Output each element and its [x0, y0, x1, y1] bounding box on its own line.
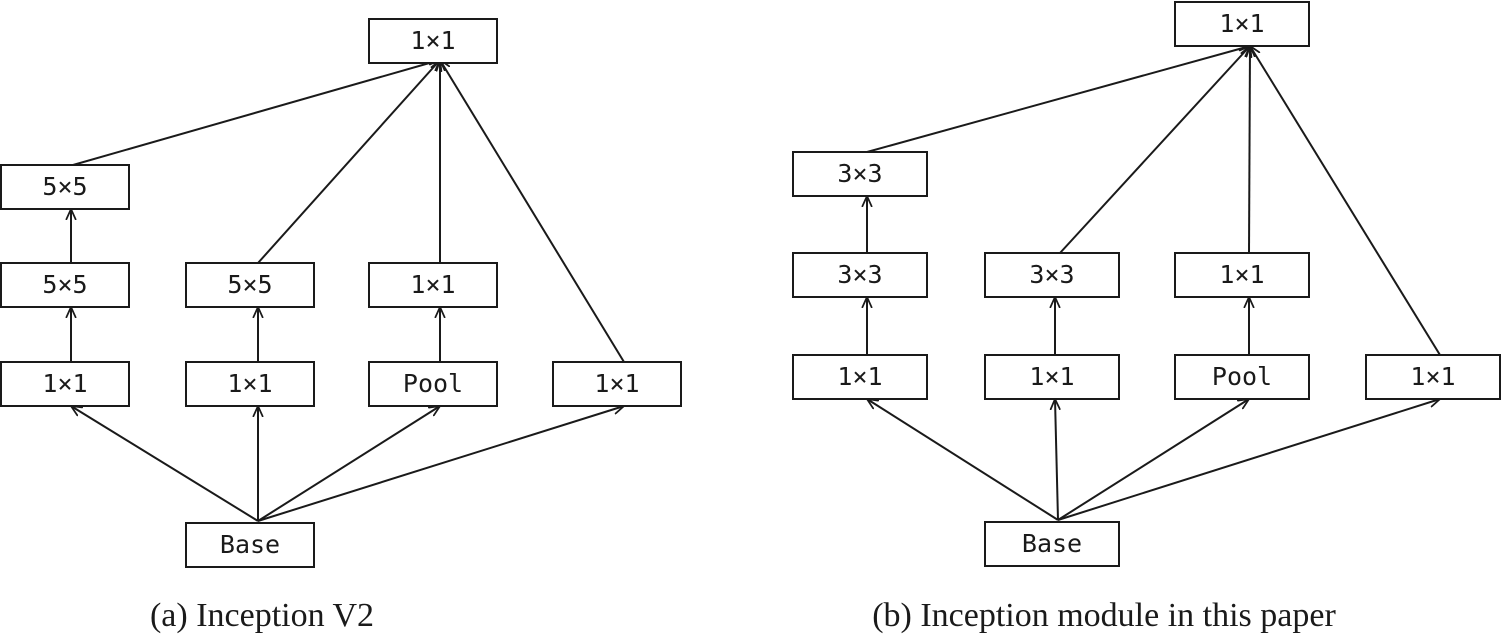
node-b1-top-label: 3×3	[837, 159, 882, 188]
node-b1-mid: 3×3	[792, 252, 928, 298]
diagram-inception-module: 1×1 3×3 3×3 1×1 3×3 1×1 1×1 Pool 1×1 Bas…	[792, 1, 1501, 634]
diagram-inception-v2: 1×1 5×5 5×5 1×1 5×5 1×1 1×1 Pool 1×1 Bas…	[0, 18, 682, 634]
edge-b3-mid-to-top	[1249, 46, 1250, 254]
node-b1-mid: 5×5	[0, 262, 130, 308]
edge-b1-top-to-top	[866, 46, 1250, 153]
node-b4-bot-label: 1×1	[1410, 362, 1455, 391]
node-top: 1×1	[1174, 1, 1310, 47]
node-b2-mid: 5×5	[185, 262, 315, 308]
edges-a	[71, 60, 625, 522]
node-b4-bot: 1×1	[552, 361, 682, 407]
node-base-label: Base	[1022, 529, 1082, 558]
node-b3-mid: 1×1	[368, 262, 498, 308]
edge-base-to-b2-bot	[1055, 399, 1058, 521]
edge-base-to-b1-bot	[867, 399, 1059, 521]
edge-base-to-b4-bot	[1057, 399, 1440, 521]
node-top-label: 1×1	[410, 26, 455, 55]
node-b3-mid-label: 1×1	[410, 270, 455, 299]
node-b1-mid-label: 3×3	[837, 260, 882, 289]
node-b2-bot: 1×1	[185, 361, 315, 407]
edge-base-to-b3-bot	[257, 406, 440, 522]
node-b2-mid: 3×3	[984, 252, 1120, 298]
node-b1-bot-label: 1×1	[42, 369, 87, 398]
edge-b1-top-to-top	[72, 60, 440, 166]
edge-b2-mid-to-top	[1059, 46, 1250, 254]
edge-b4-bot-to-top	[1250, 46, 1441, 356]
node-b1-mid-label: 5×5	[42, 270, 87, 299]
node-b3-mid: 1×1	[1174, 252, 1310, 298]
node-b1-bot: 1×1	[792, 354, 928, 400]
edge-base-to-b1-bot	[71, 406, 259, 522]
node-b3-bot: Pool	[1174, 354, 1310, 400]
node-b3-bot: Pool	[368, 361, 498, 407]
node-b2-mid-label: 5×5	[227, 270, 272, 299]
node-b4-bot: 1×1	[1365, 354, 1501, 400]
node-b2-bot-label: 1×1	[1029, 362, 1074, 391]
node-top: 1×1	[368, 18, 498, 64]
edges-b	[866, 46, 1441, 521]
node-b2-bot: 1×1	[984, 354, 1120, 400]
node-b4-bot-label: 1×1	[594, 369, 639, 398]
node-b1-top: 5×5	[0, 164, 130, 210]
node-b2-mid-label: 3×3	[1029, 260, 1074, 289]
node-base: Base	[984, 521, 1120, 567]
node-b1-top-label: 5×5	[42, 172, 87, 201]
node-b2-bot-label: 1×1	[227, 369, 272, 398]
edge-base-to-b4-bot	[257, 406, 624, 522]
node-b3-mid-label: 1×1	[1219, 260, 1264, 289]
node-b1-top: 3×3	[792, 151, 928, 197]
node-b3-bot-label: Pool	[1212, 362, 1272, 391]
node-b1-bot: 1×1	[0, 361, 130, 407]
node-b3-bot-label: Pool	[403, 369, 463, 398]
edge-base-to-b3-bot	[1057, 399, 1249, 521]
node-top-label: 1×1	[1219, 9, 1264, 38]
node-b1-bot-label: 1×1	[837, 362, 882, 391]
node-base-label: Base	[220, 530, 280, 559]
edge-b4-bot-to-top	[440, 60, 625, 363]
caption-b: (b) Inception module in this paper	[872, 597, 1336, 634]
node-base: Base	[185, 522, 315, 568]
edge-b2-mid-to-top	[257, 60, 440, 264]
caption-a: (a) Inception V2	[150, 597, 374, 634]
